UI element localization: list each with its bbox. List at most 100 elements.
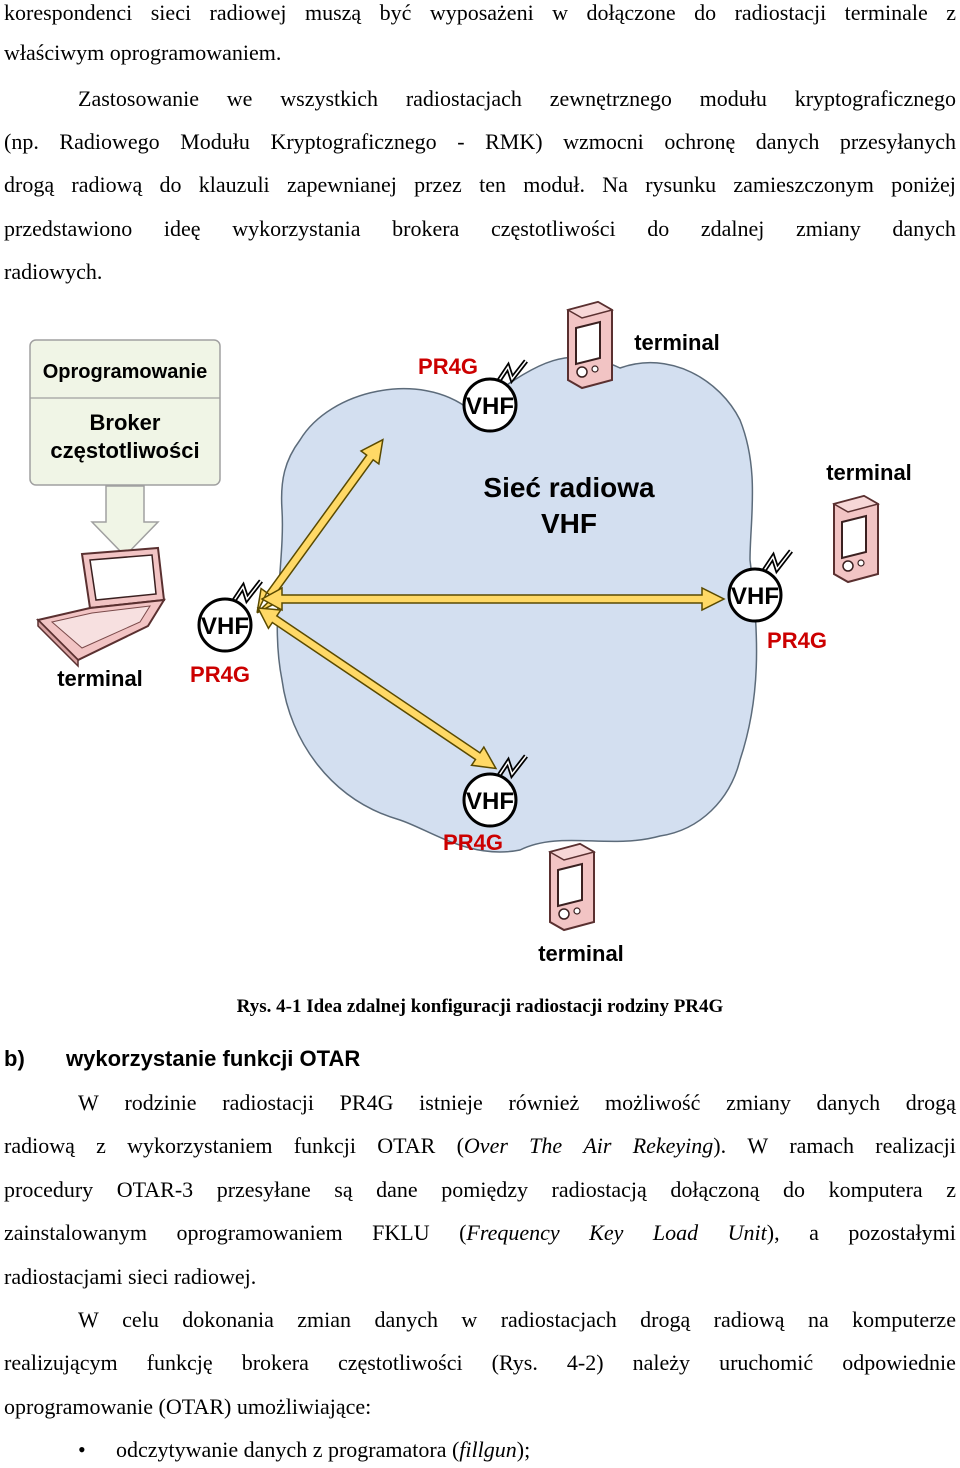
word: komputerze <box>852 1307 956 1332</box>
word: procedury <box>4 1177 94 1202</box>
word: Rekeying). <box>632 1133 727 1158</box>
word: brokera <box>392 216 460 241</box>
word: RMK) <box>485 129 543 154</box>
down-arrow <box>90 485 160 558</box>
software-box: Oprogramowanie Broker częstotliwości <box>29 339 221 486</box>
word: W <box>747 1133 769 1158</box>
word: OTAR <box>377 1133 436 1158</box>
paragraph-line: właściwym oprogramowaniem. <box>4 40 282 65</box>
pr4g-label: PR4G <box>190 662 250 687</box>
word: radiostacji <box>734 0 827 25</box>
word: z <box>946 1177 956 1202</box>
word: drogą <box>640 1307 691 1332</box>
word: w <box>552 0 569 25</box>
word: realizującym <box>4 1350 118 1375</box>
word: odpowiednie <box>842 1350 956 1375</box>
word: (Frequency <box>459 1220 560 1245</box>
word: Radiowego <box>59 129 160 154</box>
word: w <box>461 1307 478 1332</box>
word: dołączoną <box>670 1177 760 1202</box>
word: radiostacjach <box>405 86 522 111</box>
word: muszą <box>304 0 362 25</box>
word: danych <box>816 1090 881 1115</box>
word: realizacji <box>875 1133 956 1158</box>
word: W <box>78 1307 99 1332</box>
word: komputera <box>828 1177 923 1202</box>
svg-text:VHF: VHF <box>466 393 514 420</box>
word: The <box>529 1133 563 1158</box>
word: do <box>159 172 182 197</box>
word: dokonania <box>182 1307 274 1332</box>
svg-text:VHF: VHF <box>731 583 779 610</box>
word: wszystkich <box>280 86 379 111</box>
word: 4-2) <box>566 1350 604 1375</box>
section-title: wykorzystanie funkcji OTAR <box>66 1046 361 1071</box>
word: Kryptograficznego <box>270 129 437 154</box>
word: możliwość <box>605 1090 701 1115</box>
word: częstotliwości <box>337 1350 463 1375</box>
word: być <box>379 0 412 25</box>
word: zapewnianej <box>286 172 397 197</box>
word: OTAR-3 <box>116 1177 194 1202</box>
word: są <box>334 1177 353 1202</box>
word: wykorzystania <box>232 216 361 241</box>
handheld-terminal-icon <box>833 495 879 583</box>
word: Key <box>589 1220 624 1245</box>
word: na <box>807 1307 829 1332</box>
word: zmian <box>297 1307 352 1332</box>
word: przez <box>414 172 462 197</box>
word: dołączone <box>586 0 676 25</box>
word: Air <box>583 1133 612 1158</box>
paragraph-line: oprogramowanie (OTAR) umożliwiające: <box>4 1394 372 1419</box>
svg-text:VHF: VHF <box>201 613 249 640</box>
word: radiostacją <box>551 1177 647 1202</box>
word: częstotliwości <box>490 216 616 241</box>
word: rysunku <box>645 172 717 197</box>
software-box-line1: Broker <box>90 410 161 435</box>
network-label-line1: Sieć radiowa <box>483 472 655 503</box>
pr4g-label: PR4G <box>767 628 827 653</box>
svg-text:VHF: VHF <box>466 788 514 815</box>
software-box-line2: częstotliwości <box>50 438 199 463</box>
word: modułu <box>699 86 767 111</box>
terminal-label: terminal <box>826 460 912 485</box>
word: ramach <box>789 1133 855 1158</box>
word: moduł. <box>523 172 585 197</box>
software-box-title: Oprogramowanie <box>43 361 207 383</box>
figure-caption: Rys. 4-1 Idea zdalnej konfiguracji radio… <box>236 996 724 1017</box>
radio-icon: VHF <box>197 581 261 653</box>
terminal-label: terminal <box>538 941 624 966</box>
word: do <box>783 1177 806 1202</box>
radio-icon: VHF <box>462 361 526 433</box>
word: danych <box>892 216 956 241</box>
word: FKLU <box>372 1220 430 1245</box>
word: do <box>647 216 670 241</box>
word: W <box>78 1090 99 1115</box>
word: należy <box>632 1350 691 1375</box>
word: przedstawiono <box>4 216 133 241</box>
word: z <box>946 0 956 25</box>
network-label-line2: VHF <box>541 508 597 539</box>
word: zmiany <box>795 216 861 241</box>
paragraph-line: radiostacjami sieci radiowej. <box>4 1264 257 1289</box>
word: również <box>508 1090 580 1115</box>
word: uruchomić <box>719 1350 814 1375</box>
word: Modułu <box>180 129 250 154</box>
word: Unit), <box>727 1220 780 1245</box>
radio-icon: VHF <box>462 756 526 828</box>
word: pomiędzy <box>441 1177 528 1202</box>
pr4g-label: PR4G <box>418 354 478 379</box>
handheld-terminal-icon <box>549 843 595 931</box>
word: brokera <box>241 1350 309 1375</box>
word: Load <box>652 1220 699 1245</box>
word: rodzinie <box>124 1090 197 1115</box>
radio-network-cloud <box>276 356 758 853</box>
